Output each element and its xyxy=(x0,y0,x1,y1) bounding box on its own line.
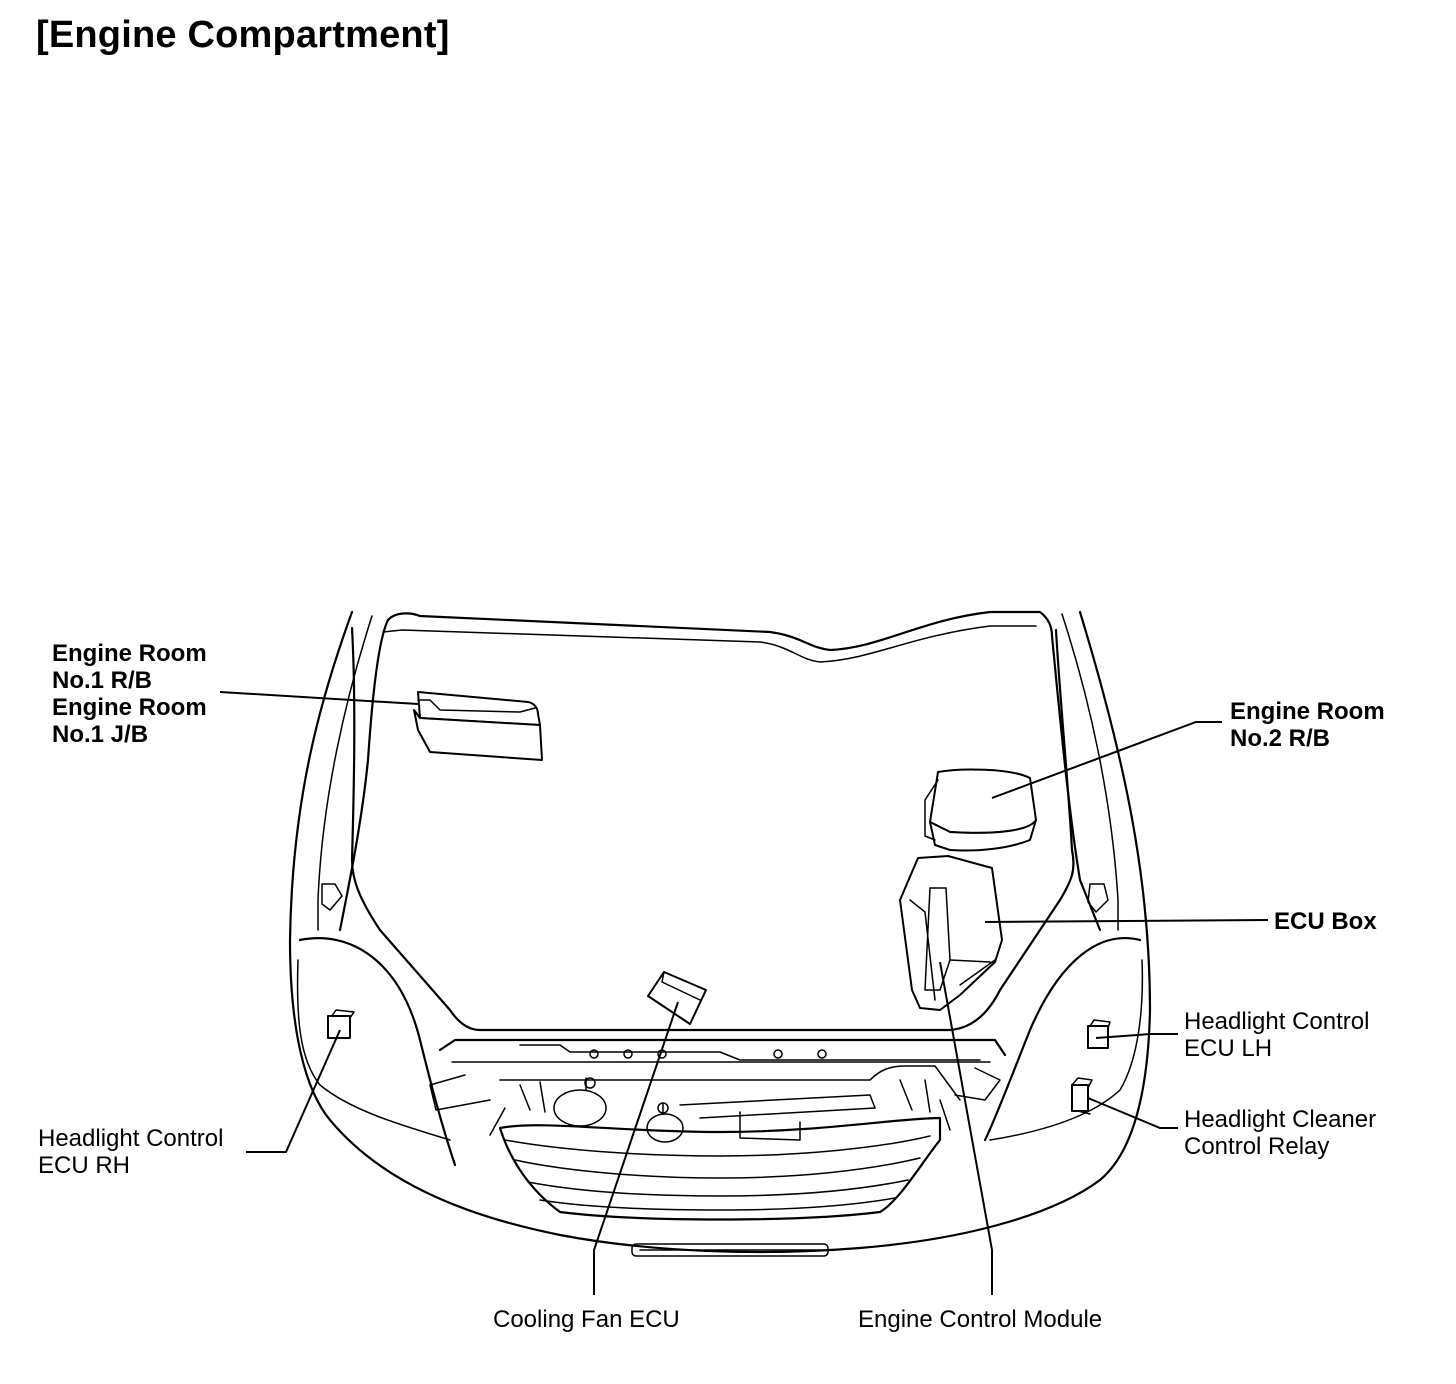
leader-line-engine-room-no2 xyxy=(991,721,1222,799)
label-engine-room-no1: Engine Room No.1 R/B Engine Room No.1 J/… xyxy=(52,640,207,748)
label-ecu-box: ECU Box xyxy=(1274,908,1377,935)
leader-line-headlight-control-lh xyxy=(1095,1033,1178,1039)
headlight-control-ecu-lh-shape xyxy=(1087,1019,1111,1049)
ecu-box-shape xyxy=(899,855,1003,1011)
headlight-right-outline xyxy=(298,937,457,1167)
leader-line-engine-control-module xyxy=(939,961,993,1295)
engine-room-no2-box xyxy=(924,768,1037,852)
headlight-left-outline xyxy=(983,937,1142,1142)
hood-outline xyxy=(386,610,1102,932)
leader-line-ecu-box xyxy=(984,919,1269,923)
cooling-fan-ecu-shape xyxy=(647,971,707,1025)
label-headlight-cleaner-control-relay: Headlight Cleaner Control Relay xyxy=(1184,1106,1377,1160)
engine-room-no1-box xyxy=(413,691,543,761)
grille-outline xyxy=(498,1116,942,1221)
page-title: [Engine Compartment] xyxy=(36,14,450,56)
label-cooling-fan-ecu: Cooling Fan ECU xyxy=(493,1306,680,1333)
leader-line-engine-room-no1 xyxy=(219,691,419,705)
label-headlight-control-ecu-rh: Headlight Control ECU RH xyxy=(38,1125,224,1179)
leader-line-cooling-fan-ecu xyxy=(593,1001,679,1295)
label-engine-control-module: Engine Control Module xyxy=(858,1306,1103,1333)
label-headlight-control-ecu-lh: Headlight Control ECU LH xyxy=(1184,1008,1370,1062)
headlight-control-ecu-rh-shape xyxy=(327,1009,355,1039)
headlight-cleaner-relay-shape xyxy=(1071,1077,1093,1115)
car-body-outline xyxy=(288,610,1152,1254)
label-engine-room-no2: Engine Room No.2 R/B xyxy=(1230,698,1385,752)
leader-line-headlight-control-rh xyxy=(246,1029,341,1153)
leader-line-headlight-cleaner xyxy=(1087,1097,1178,1129)
